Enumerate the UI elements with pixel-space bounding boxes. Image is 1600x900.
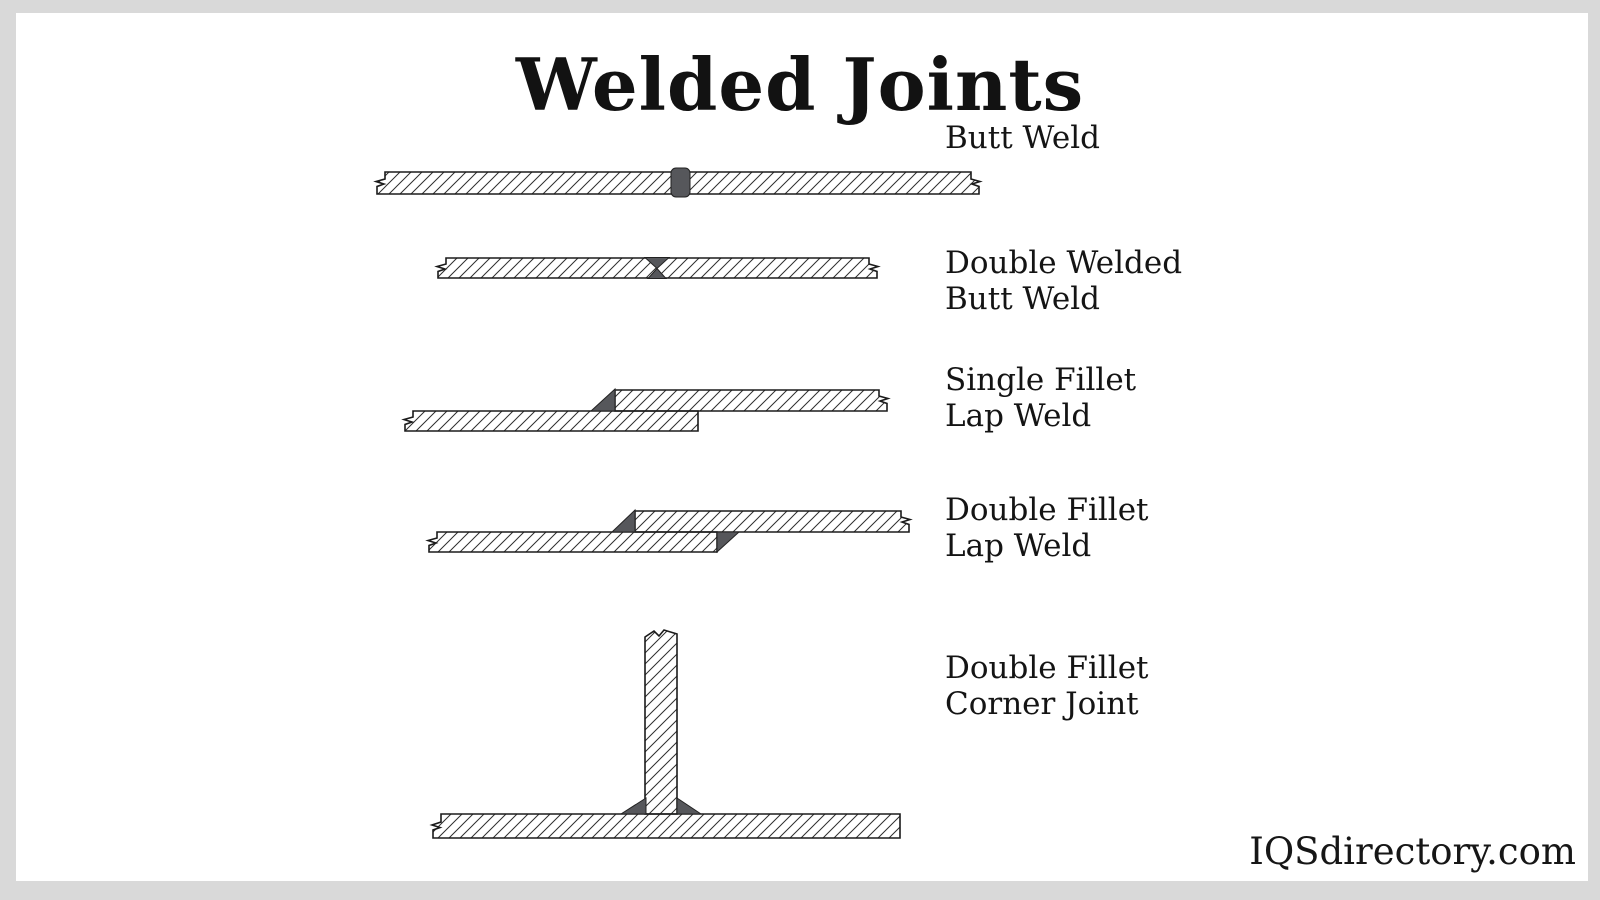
label-line: Double Welded xyxy=(945,245,1183,281)
single-fillet-lap-weld-diagram xyxy=(401,387,891,432)
top-fillet-weld xyxy=(610,508,636,533)
label-line: Single Fillet xyxy=(945,362,1137,398)
left-fillet-weld xyxy=(619,797,647,815)
label-line: Corner Joint xyxy=(945,686,1139,722)
label-single-fillet-lap-weld: Single Fillet Lap Weld xyxy=(945,362,1136,434)
watermark-text: IQSdirectory.com xyxy=(1249,830,1576,873)
label-double-fillet-corner-joint: Double Fillet Corner Joint xyxy=(945,650,1149,722)
label-line: Double Fillet xyxy=(945,650,1149,686)
right-fillet-weld xyxy=(676,797,703,815)
base-plate xyxy=(429,813,901,839)
label-line: Butt Weld xyxy=(945,281,1100,317)
vertical-plate xyxy=(644,629,678,815)
lower-plate xyxy=(401,410,699,432)
page-title: Welded Joints xyxy=(515,42,1085,127)
label-line: Double Fillet xyxy=(945,492,1149,528)
lower-plate xyxy=(425,531,718,553)
upper-plate xyxy=(634,510,913,533)
fillet-weld xyxy=(589,387,616,412)
bottom-weld-bead xyxy=(646,267,668,279)
label-double-welded-butt-weld: Double Welded Butt Weld xyxy=(945,245,1182,317)
double-fillet-corner-joint-diagram xyxy=(429,629,901,839)
label-line: Lap Weld xyxy=(945,528,1092,564)
double-fillet-lap-weld-diagram xyxy=(425,508,913,554)
butt-weld-diagram xyxy=(373,167,983,198)
upper-plate xyxy=(614,389,891,412)
label-double-fillet-lap-weld: Double Fillet Lap Weld xyxy=(945,492,1149,564)
label-butt-weld: Butt Weld xyxy=(945,120,1100,156)
content-card xyxy=(16,13,1588,881)
double-welded-butt-weld-diagram xyxy=(434,257,881,279)
bottom-fillet-weld xyxy=(716,531,741,554)
label-line: Butt Weld xyxy=(945,120,1100,156)
label-line: Lap Weld xyxy=(945,398,1092,434)
top-weld-bead xyxy=(643,257,671,270)
butt-weld-bead xyxy=(670,167,691,198)
